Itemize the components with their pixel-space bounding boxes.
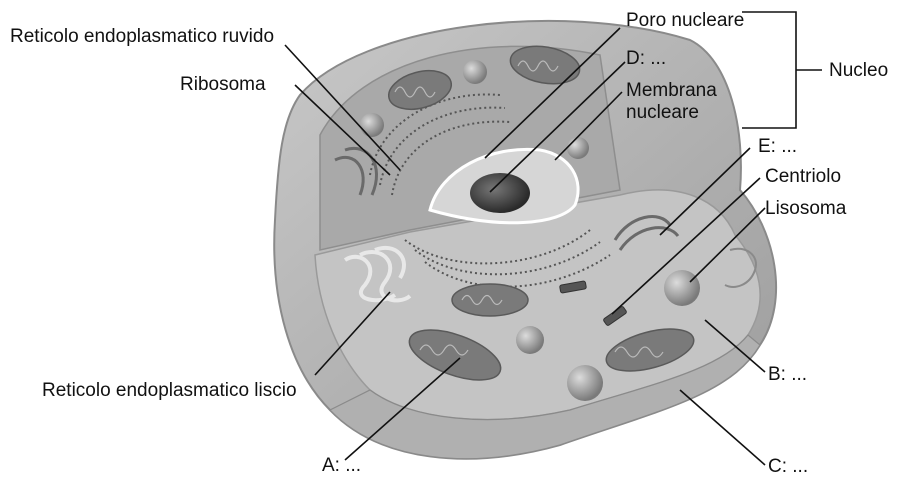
label-ribosome: Ribosoma <box>180 74 266 96</box>
leader-c <box>680 390 765 465</box>
label-c: C: ... <box>768 456 808 478</box>
nucleolus <box>470 173 530 213</box>
label-e: E: ... <box>758 136 797 158</box>
label-nuclear-membrane: Membrana nucleare <box>626 80 756 124</box>
label-centriole: Centriolo <box>765 166 841 188</box>
label-smooth-er: Reticolo endoplasmatico liscio <box>42 380 297 402</box>
label-a: A: ... <box>322 455 361 477</box>
label-lysosome: Lisosoma <box>765 198 846 220</box>
label-nucleus: Nucleo <box>829 60 888 82</box>
label-rough-er: Reticolo endoplasmatico ruvido <box>10 26 274 48</box>
label-d: D: ... <box>626 48 666 70</box>
label-b: B: ... <box>768 364 807 386</box>
label-nuclear-pore: Poro nucleare <box>626 10 744 32</box>
